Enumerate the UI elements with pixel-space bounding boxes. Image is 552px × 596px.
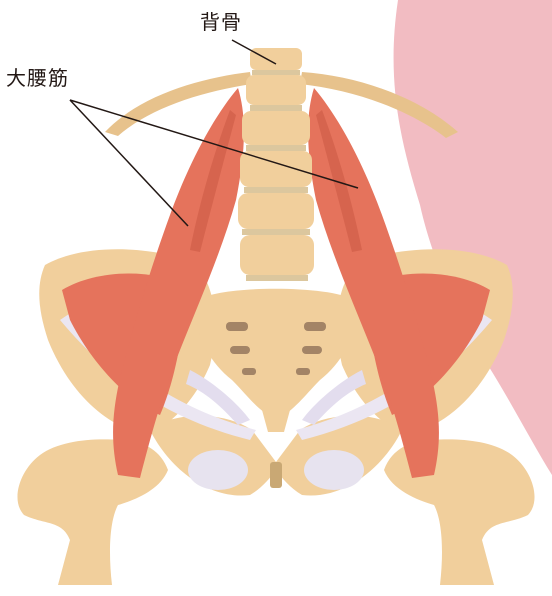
- sacral-hole-2r: [302, 346, 322, 354]
- obturator-foramen-left: [188, 450, 248, 490]
- sacral-hole-2l: [230, 346, 250, 354]
- psoas-major-label: 大腰筋: [6, 62, 69, 91]
- sacral-hole-3l: [242, 368, 256, 375]
- spine-label: 背骨: [200, 6, 242, 35]
- pubic-symphysis: [270, 462, 282, 488]
- lumbar-spine: [238, 48, 314, 281]
- sacral-hole-3r: [296, 368, 310, 375]
- obturator-foramen-right: [304, 450, 364, 490]
- femur-right: [384, 439, 535, 585]
- sacral-hole-1r: [304, 322, 326, 331]
- sacral-hole-1l: [226, 322, 248, 331]
- femur-left: [17, 439, 168, 585]
- coccyx: [262, 410, 290, 432]
